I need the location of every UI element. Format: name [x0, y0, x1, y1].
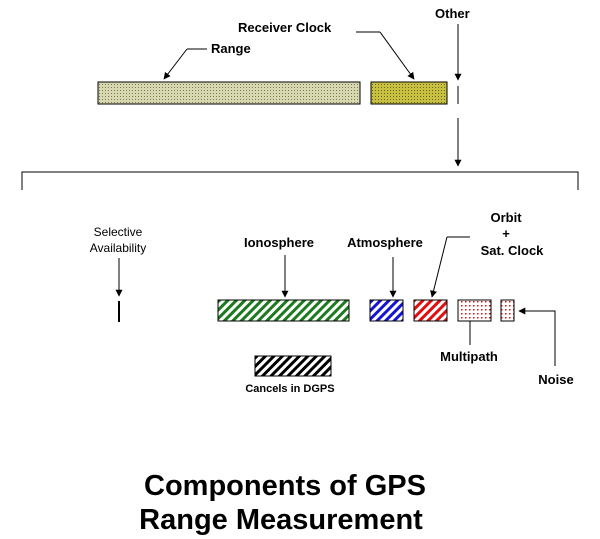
- orbit-plus: +: [502, 226, 510, 241]
- selective-label-1: Selective: [94, 225, 143, 239]
- receiver-clock-arrow: [379, 31, 415, 80]
- other-label: Other: [435, 6, 470, 21]
- cancels-label: Cancels in DGPS: [245, 383, 334, 395]
- atmosphere-bar: [369, 299, 404, 322]
- breakdown-bracket: [21, 171, 579, 190]
- range-bar: [97, 81, 361, 105]
- diagram-title-line1: Components of GPS: [144, 470, 426, 502]
- orbit-label-1: Orbit: [490, 210, 522, 225]
- noise-bar: [500, 299, 515, 322]
- orbit-label-2: Sat. Clock: [481, 243, 545, 258]
- range-label: Range: [211, 41, 251, 56]
- multipath-bar: [457, 299, 492, 322]
- diagram-title-line2: Range Measurement: [139, 504, 423, 536]
- range-arrow-diag: [163, 48, 188, 80]
- multipath-label: Multipath: [440, 349, 498, 364]
- noise-label: Noise: [538, 372, 573, 387]
- atmosphere-label: Atmosphere: [347, 235, 423, 250]
- ionosphere-bar: [217, 299, 350, 322]
- receiver-clock-label: Receiver Clock: [238, 20, 332, 35]
- orbit-arrow: [430, 236, 448, 298]
- selective-availability-bar: [118, 301, 120, 322]
- orbit-sat-clock-bar: [413, 299, 448, 322]
- cancels-legend-swatch: [254, 355, 332, 377]
- receiver-clock-bar: [370, 81, 448, 105]
- noise-arrow-path: [518, 307, 556, 366]
- selective-label-2: Availability: [90, 241, 146, 255]
- ionosphere-label: Ionosphere: [244, 235, 314, 250]
